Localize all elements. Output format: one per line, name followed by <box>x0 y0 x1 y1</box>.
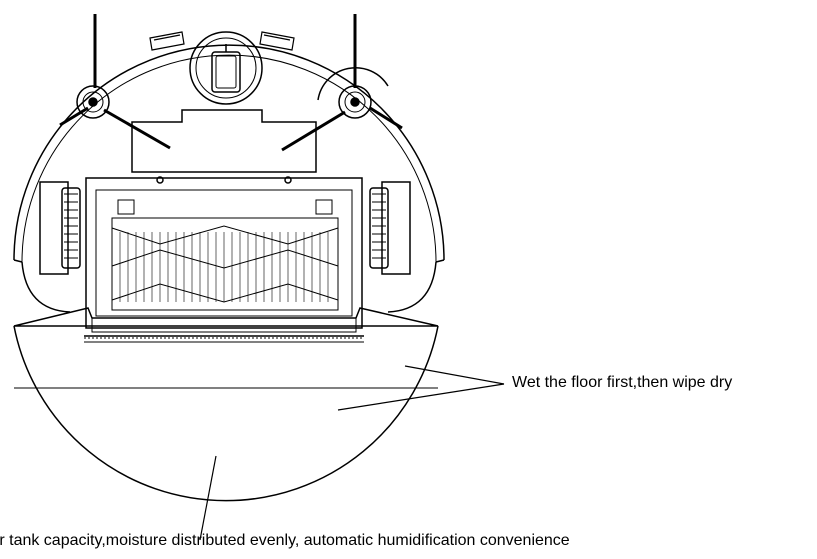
callout-mop-wet-dry: Wet the floor first,then wipe dry <box>512 374 733 391</box>
battery-cover <box>131 109 317 184</box>
left-drive-wheel <box>39 181 81 275</box>
left-side-brush <box>59 14 171 150</box>
robot-body <box>13 44 445 313</box>
top-vents <box>149 31 295 51</box>
main-brush-housing <box>85 177 363 333</box>
mop-pad <box>13 307 439 502</box>
right-drive-wheel <box>369 181 411 275</box>
callout-water-tank: ter tank capacity,moisture distributed e… <box>0 532 570 549</box>
right-side-brush <box>281 14 403 152</box>
callout-leader-lines <box>199 365 505 541</box>
caster-wheel <box>189 31 263 105</box>
